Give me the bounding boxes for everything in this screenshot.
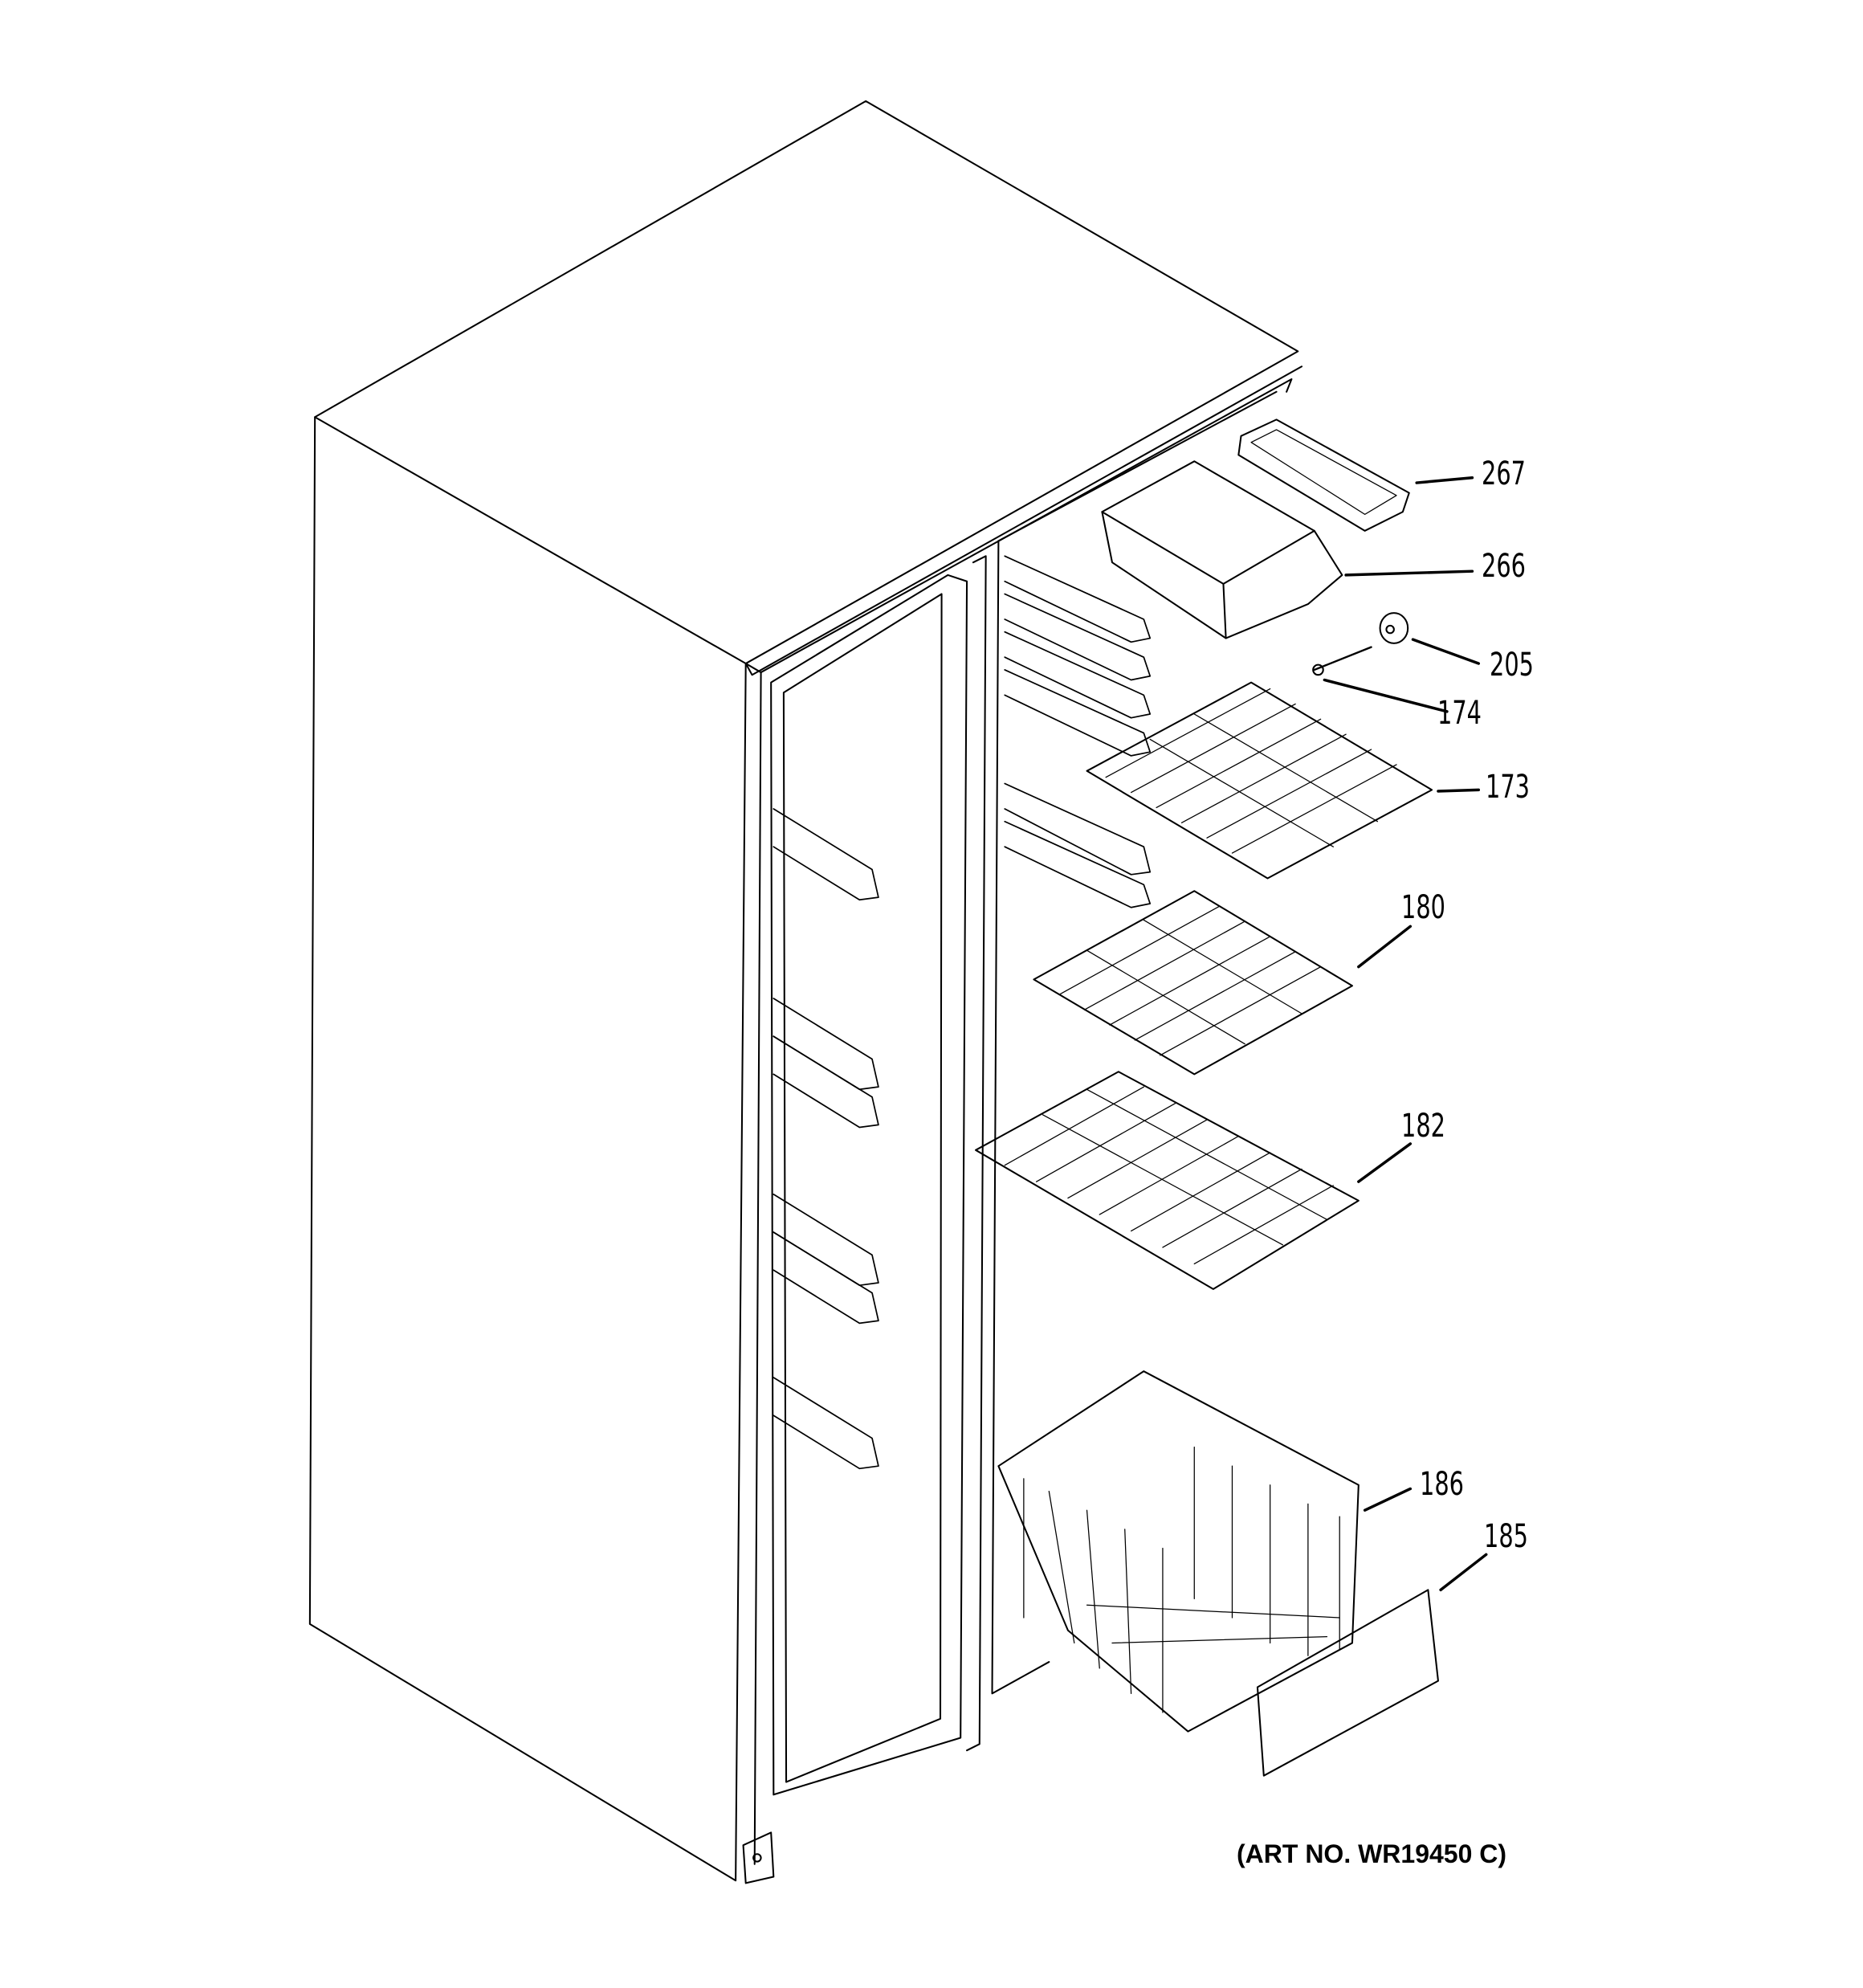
callout-185: 185 <box>1484 1518 1528 1555</box>
callout-186: 186 <box>1420 1466 1464 1503</box>
callout-182: 182 <box>1401 1108 1445 1145</box>
callout-205: 205 <box>1490 647 1534 684</box>
callout-266: 266 <box>1482 548 1526 585</box>
callout-174: 174 <box>1437 695 1482 732</box>
callout-267: 267 <box>1482 455 1526 492</box>
callout-173: 173 <box>1486 769 1530 806</box>
art-number: (ART NO. WR19450 C) <box>1237 1839 1507 1868</box>
callout-180: 180 <box>1401 889 1445 926</box>
